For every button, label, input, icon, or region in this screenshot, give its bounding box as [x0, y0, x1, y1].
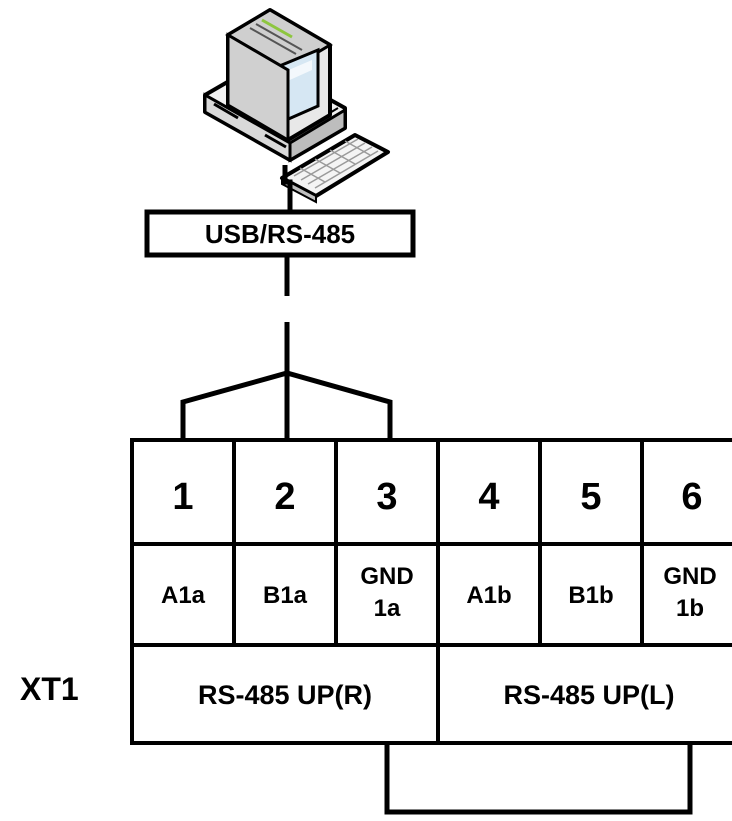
connector-designator: XT1 — [20, 671, 79, 707]
loopback-jumper-wire — [384, 743, 693, 815]
pin-signal-3-line1: GND — [360, 563, 413, 590]
usb-rs485-converter: USB/RS-485 — [144, 209, 416, 258]
group-label-right: RS-485 UP(R) — [198, 680, 372, 710]
pin-signal-1: A1a — [161, 582, 206, 609]
pin-signal-3-line2: 1a — [374, 595, 401, 622]
desktop-computer-icon — [203, 8, 390, 212]
pin-signal-6-line1: GND — [663, 563, 716, 590]
pin-number-6: 6 — [681, 476, 702, 518]
pin-signal-4: A1b — [466, 582, 511, 609]
pin-signal-5: B1b — [568, 582, 613, 609]
pin-signal-6-line2: 1b — [676, 595, 704, 622]
pin-number-2: 2 — [274, 476, 295, 518]
pin-signal-2: B1a — [263, 582, 308, 609]
pin-number-1: 1 — [172, 476, 193, 518]
pin-number-5: 5 — [580, 476, 601, 518]
converter-label: USB/RS-485 — [205, 219, 355, 249]
terminal-block-xt1: 1 2 3 4 5 6 A1a B1a GND 1a A1b B1b GND 1… — [130, 438, 732, 745]
group-label-left: RS-485 UP(L) — [503, 680, 674, 710]
pin-number-4: 4 — [478, 476, 499, 518]
pin-number-3: 3 — [376, 476, 397, 518]
bus-split-wire — [180, 370, 393, 440]
